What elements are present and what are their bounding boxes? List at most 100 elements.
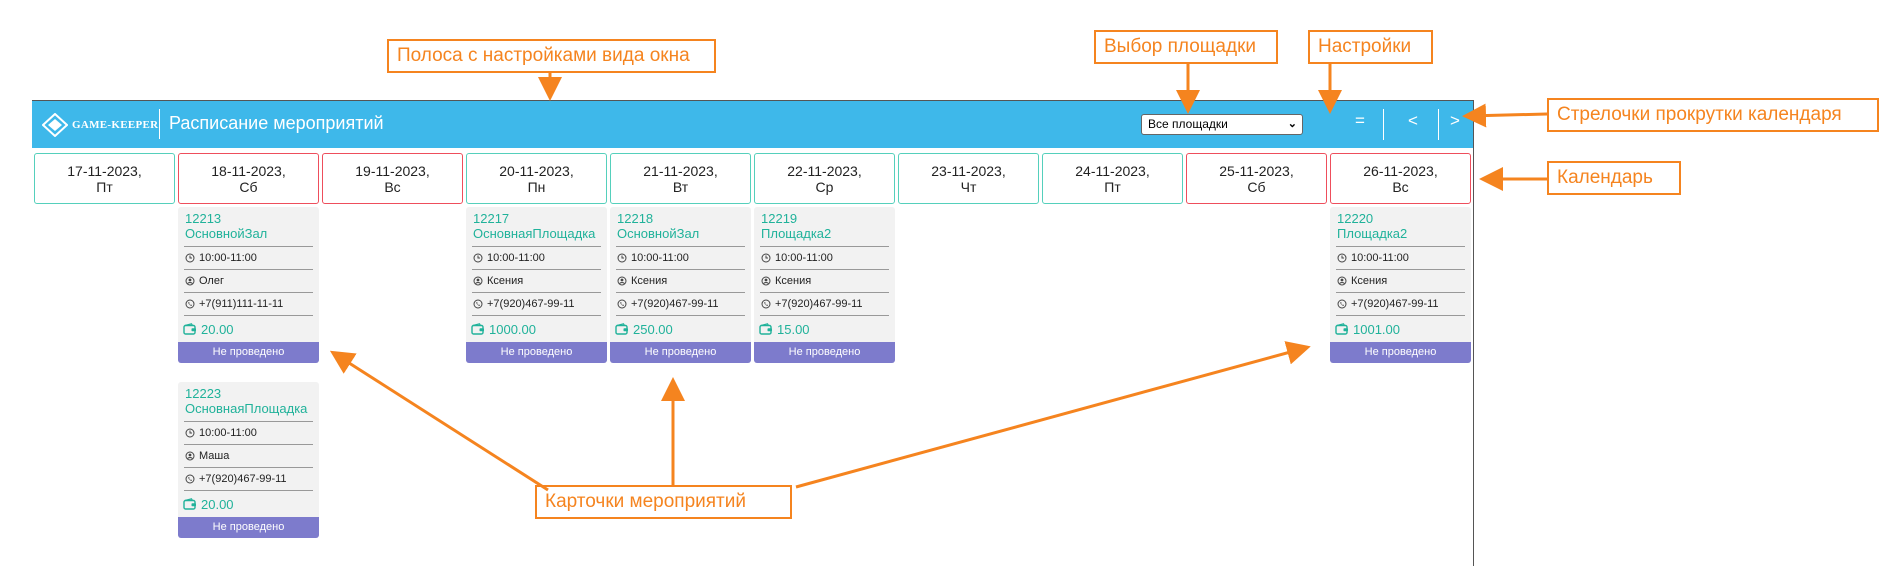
header-divider: [159, 109, 160, 139]
calendar-day[interactable]: 23-11-2023,Чт: [898, 153, 1039, 204]
card-divider: [616, 315, 745, 316]
event-venue: ОсновнойЗал: [185, 226, 268, 241]
card-divider: [184, 490, 313, 491]
wallet-icon: [183, 498, 196, 510]
next-week-button[interactable]: >: [1450, 111, 1460, 130]
event-price: 15.00: [777, 321, 810, 337]
event-time-row: 10:00-11:00: [610, 252, 751, 264]
event-id: 12218: [617, 211, 654, 226]
event-time: 10:00-11:00: [631, 252, 689, 264]
user-icon: [185, 276, 195, 286]
user-icon: [761, 276, 771, 286]
card-divider: [1336, 315, 1465, 316]
callout-venue-choice: Выбор площадки: [1094, 30, 1278, 64]
event-time: 10:00-11:00: [775, 252, 833, 264]
event-id: 12217: [473, 211, 510, 226]
event-phone-row: +7(920)467-99-11: [1330, 298, 1471, 310]
calendar-day[interactable]: 20-11-2023,Пн: [466, 153, 607, 204]
calendar-day[interactable]: 22-11-2023,Ср: [754, 153, 895, 204]
event-phone-row: +7(920)467-99-11: [466, 298, 607, 310]
clock-icon: [617, 253, 627, 263]
status-button[interactable]: Не проведено: [466, 342, 607, 363]
logo-text: GAME-KEEPER: [72, 119, 159, 131]
event-time-row: 10:00-11:00: [178, 427, 319, 439]
day-date: 24-11-2023,: [1075, 163, 1150, 179]
event-price: 20.00: [201, 496, 234, 512]
callout-settings: Настройки: [1308, 30, 1433, 64]
event-time-row: 10:00-11:00: [466, 252, 607, 264]
event-price-row: 250.00: [610, 321, 751, 337]
arrow-scroll-arrows: [1462, 103, 1548, 128]
event-person-row: Ксения: [466, 275, 607, 287]
calendar-day[interactable]: 26-11-2023,Вс: [1330, 153, 1471, 204]
event-person: Ксения: [1351, 275, 1388, 287]
card-divider: [1336, 269, 1465, 270]
wallet-icon: [183, 323, 196, 335]
event-venue: Площадка2: [761, 226, 832, 241]
wallet-icon: [759, 323, 772, 335]
card-divider: [184, 246, 313, 247]
card-divider: [184, 292, 313, 293]
clock-icon: [185, 428, 195, 438]
event-phone: +7(920)467-99-11: [199, 473, 287, 485]
phone-icon: [185, 474, 195, 484]
event-person: Олег: [199, 275, 224, 287]
header-bar: GAME-KEEPER Расписание мероприятий Все п…: [32, 101, 1473, 148]
card-divider: [1336, 292, 1465, 293]
user-icon: [185, 451, 195, 461]
user-icon: [473, 276, 483, 286]
event-price: 20.00: [201, 321, 234, 337]
calendar-day[interactable]: 25-11-2023,Сб: [1186, 153, 1327, 204]
event-phone: +7(920)467-99-11: [631, 298, 719, 310]
event-venue: ОсновнойЗал: [617, 226, 700, 241]
calendar-day[interactable]: 21-11-2023,Вт: [610, 153, 751, 204]
user-icon: [617, 276, 627, 286]
event-price: 1001.00: [1353, 321, 1400, 337]
venue-select[interactable]: Все площадки ⌄: [1141, 114, 1303, 135]
clock-icon: [185, 253, 195, 263]
event-person-row: Олег: [178, 275, 319, 287]
event-price-row: 15.00: [754, 321, 895, 337]
event-id: 12220: [1337, 211, 1374, 226]
calendar-day[interactable]: 17-11-2023,Пт: [34, 153, 175, 204]
event-time: 10:00-11:00: [199, 252, 257, 264]
status-button[interactable]: Не проведено: [178, 517, 319, 538]
phone-icon: [473, 299, 483, 309]
status-button[interactable]: Не проведено: [610, 342, 751, 363]
event-time-row: 10:00-11:00: [178, 252, 319, 264]
event-phone-row: +7(920)467-99-11: [178, 473, 319, 485]
day-date: 18-11-2023,: [211, 163, 286, 179]
status-button[interactable]: Не проведено: [178, 342, 319, 363]
settings-button[interactable]: =: [1355, 111, 1365, 130]
status-button[interactable]: Не проведено: [1330, 342, 1471, 363]
day-weekday: Вт: [672, 179, 689, 195]
day-weekday: Вс: [384, 179, 401, 195]
calendar-day[interactable]: 18-11-2023,Сб: [178, 153, 319, 204]
event-price-row: 20.00: [178, 496, 319, 512]
prev-week-button[interactable]: <: [1408, 111, 1418, 130]
calendar-day[interactable]: 19-11-2023,Вс: [322, 153, 463, 204]
day-date: 23-11-2023,: [931, 163, 1006, 179]
event-person-row: Ксения: [754, 275, 895, 287]
callout-calendar: Календарь: [1547, 161, 1681, 195]
venue-select-value: Все площадки: [1148, 117, 1228, 131]
event-price-row: 1000.00: [466, 321, 607, 337]
calendar-day[interactable]: 24-11-2023,Пт: [1042, 153, 1183, 204]
card-divider: [472, 292, 601, 293]
event-person: Ксения: [775, 275, 812, 287]
event-phone-row: +7(920)467-99-11: [754, 298, 895, 310]
day-date: 19-11-2023,: [355, 163, 430, 179]
card-divider: [184, 467, 313, 468]
status-button[interactable]: Не проведено: [754, 342, 895, 363]
day-weekday: Сб: [1247, 179, 1266, 195]
event-price: 250.00: [633, 321, 673, 337]
callout-event-cards: Карточки мероприятий: [535, 485, 792, 519]
event-person: Ксения: [487, 275, 524, 287]
event-time: 10:00-11:00: [1351, 252, 1409, 264]
